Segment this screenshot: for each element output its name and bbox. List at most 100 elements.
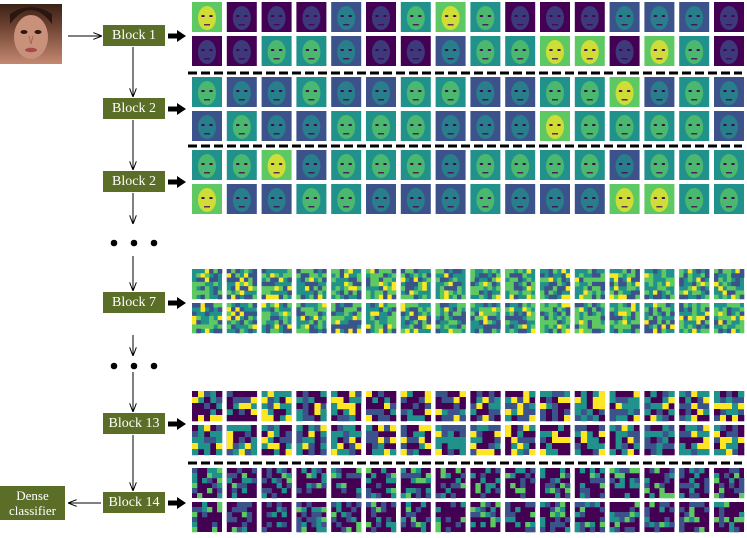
feature-map (540, 269, 571, 300)
feature-map (296, 77, 327, 107)
feature-map-row (192, 111, 744, 141)
feature-map (331, 36, 362, 66)
feature-map (192, 77, 222, 107)
feature-map (574, 425, 606, 456)
feature-map (366, 36, 396, 66)
feature-map (435, 2, 466, 32)
feature-map (540, 77, 570, 107)
feature-map (574, 150, 605, 180)
feature-map (261, 36, 292, 66)
feature-map (505, 111, 536, 141)
feature-map (366, 2, 396, 32)
feature-map (435, 502, 466, 533)
feature-map (366, 269, 397, 300)
feature-map (714, 303, 745, 334)
feature-map-row (192, 36, 744, 66)
block-2-box: Block 2 (103, 98, 165, 119)
feature-map-row (192, 184, 744, 214)
feature-maps-layer (192, 2, 745, 533)
feature-map (644, 150, 675, 180)
feature-map (192, 425, 223, 456)
feature-map (435, 425, 466, 456)
feature-map (505, 391, 536, 422)
feature-map (714, 36, 744, 66)
feature-map (296, 468, 327, 498)
feature-map-row (192, 303, 745, 334)
block-13-box: Block 13 (103, 413, 165, 434)
feature-map (366, 184, 396, 214)
feature-map (261, 391, 292, 422)
feature-map (609, 150, 640, 180)
block-1-box: Block 1 (103, 25, 165, 46)
feature-map-row (192, 150, 744, 180)
feature-map (679, 391, 710, 422)
feature-map (366, 468, 397, 499)
feature-map (331, 150, 362, 180)
feature-map-row (192, 391, 745, 422)
feature-arrow-shaft (168, 33, 178, 39)
feature-map (540, 111, 570, 141)
feature-map (192, 303, 223, 334)
feature-map-row (192, 269, 745, 300)
feature-map (296, 269, 327, 300)
feature-map (331, 77, 362, 107)
feature-map (679, 36, 710, 66)
feature-map (644, 391, 675, 422)
feature-arrow-shaft (168, 500, 178, 506)
feature-map (644, 303, 675, 334)
feature-map (296, 150, 327, 180)
feature-map (435, 36, 466, 66)
feature-map (226, 303, 258, 334)
feature-map (609, 111, 640, 141)
feature-map (644, 269, 675, 300)
ellipsis-dot (150, 362, 158, 370)
feature-map (192, 269, 223, 300)
feature-map (261, 468, 292, 499)
feature-map (226, 77, 257, 107)
ellipsis-dot (130, 362, 138, 370)
feature-map (331, 303, 362, 334)
feature-map (574, 36, 605, 66)
ellipsis-dot (130, 239, 138, 247)
feature-map (400, 269, 432, 300)
block-7-box: Block 7 (103, 292, 165, 313)
feature-map (226, 391, 258, 422)
feature-map (331, 468, 362, 499)
feature-map (644, 184, 675, 214)
feature-map (400, 303, 432, 334)
feature-map (505, 77, 536, 107)
feature-map (644, 502, 675, 533)
feature-map (226, 2, 257, 32)
feature-map (470, 77, 501, 107)
feature-map (714, 425, 745, 456)
feature-map (609, 502, 640, 533)
feature-arrow-head (177, 176, 186, 188)
feature-map (609, 269, 640, 300)
feature-map (540, 2, 570, 32)
connectors-layer (68, 30, 742, 509)
feature-map (609, 425, 640, 456)
feature-map (609, 36, 640, 66)
feature-map (505, 425, 536, 456)
feature-map (470, 269, 501, 300)
feature-map (574, 111, 605, 141)
feature-map (609, 468, 640, 499)
feature-map (435, 303, 466, 334)
feature-map (226, 111, 257, 141)
feature-map (470, 391, 501, 422)
feature-map-row (192, 425, 745, 456)
feature-map (261, 150, 292, 180)
feature-map (644, 468, 675, 499)
feature-map (226, 425, 258, 456)
feature-arrow-head (177, 418, 186, 430)
feature-map (435, 184, 466, 214)
feature-map (505, 184, 536, 214)
feature-map (226, 502, 257, 533)
feature-map (366, 150, 396, 180)
feature-map (574, 468, 606, 499)
feature-map (192, 468, 223, 499)
feature-arrow-shaft (168, 421, 178, 427)
feature-map (192, 36, 222, 66)
feature-map (679, 77, 710, 107)
